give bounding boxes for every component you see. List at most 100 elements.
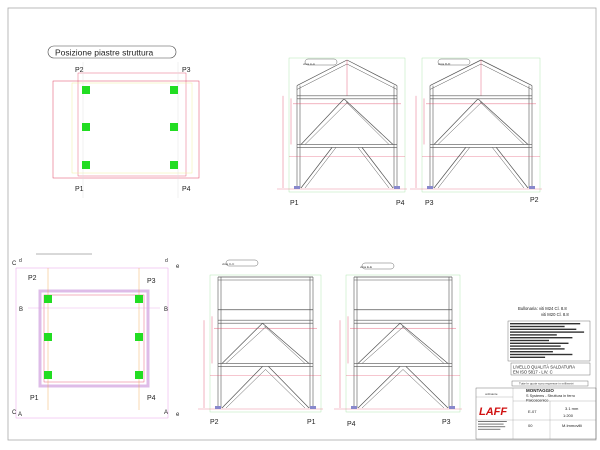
roof-rafter [429, 59, 482, 86]
plan-title: Posizione piastre struttura [55, 48, 154, 58]
elevation-a-a: vista A-A P1 P4 [277, 57, 407, 207]
base-plate [170, 86, 178, 94]
client-label: ordinante [485, 392, 498, 396]
diagonal-brace [357, 147, 390, 189]
view-title-aa: vista A-A [303, 62, 315, 66]
view-title-cc: vista C-C [222, 262, 235, 266]
base-plate-section [427, 186, 433, 189]
note-line [510, 337, 573, 339]
revision: 00 [528, 423, 533, 428]
thickness: 3.1 mm [565, 406, 579, 411]
note-line [510, 331, 585, 333]
diagonal-brace [496, 147, 529, 189]
elevation-e-e: vista E-E P4 P3 [334, 262, 462, 428]
base-plate [170, 161, 178, 169]
elev-cc-right-label: P1 [307, 419, 316, 426]
section-c-bottom: C [12, 410, 17, 416]
base-plate-section [215, 406, 221, 409]
logo-fine-print [478, 421, 507, 422]
note-line [510, 356, 546, 358]
plan-title-pill [47, 45, 177, 59]
view-title-dd: vista D-D [438, 62, 451, 66]
elev-cc-left-label: P2 [210, 419, 219, 426]
diagonal-brace [357, 366, 401, 409]
view-title-pill [437, 58, 471, 66]
section-b-left: B [19, 307, 23, 313]
base-plate [82, 161, 90, 169]
diagonal-brace [437, 147, 470, 189]
base-plate-section [529, 186, 535, 189]
column-label-p4: P4 [182, 186, 191, 193]
note-line [510, 348, 565, 350]
diagonal-brace [477, 98, 529, 145]
section-a-left: A [18, 412, 22, 418]
column-label-p4-b: P4 [147, 395, 156, 402]
view-title-pill [225, 259, 259, 267]
base-plate [44, 333, 52, 341]
note-line [510, 339, 549, 342]
diagonal-brace [304, 101, 349, 145]
diagonal-brace [225, 369, 266, 409]
bolts-line-1: Bullonaria: viti M24 Cl. 8.8 [518, 306, 567, 311]
diagonal-brace [262, 322, 310, 364]
diagonal-brace [300, 147, 333, 189]
base-plate [44, 371, 52, 379]
roof-rafter [296, 59, 348, 86]
column-label-p2: P2 [75, 67, 84, 74]
base-plate-section [310, 406, 316, 409]
project-subtitle-1: S Systems - Struttura in ferro [526, 394, 575, 398]
weld-quality-line-1: LIVELLO QUALITÀ SALDATURA [513, 365, 575, 370]
note-line [510, 328, 577, 330]
column-label-p2-b: P2 [28, 275, 37, 282]
logo-fine-print [478, 428, 501, 430]
project-title: MONTAGGIO [526, 388, 554, 393]
drawn-by: M.Immovilli [562, 423, 582, 428]
drawing-number: E-07 [528, 409, 537, 414]
diagonal-brace [265, 369, 306, 409]
base-plate [44, 295, 52, 303]
notes-box [507, 320, 591, 362]
elev-aa-right-label: P4 [396, 200, 405, 207]
note-line [510, 345, 561, 347]
base-plate [135, 295, 143, 303]
column-label-p1: P1 [75, 186, 84, 193]
diagonal-brace [401, 326, 445, 364]
company-logo: LAFF [479, 406, 507, 418]
base-plate [82, 86, 90, 94]
diagonal-brace [268, 366, 310, 409]
diagonal-brace [264, 326, 306, 364]
roof-rafter [480, 59, 533, 86]
column-label-p3-b: P3 [147, 278, 156, 285]
roof-rafter [346, 63, 398, 90]
view-title-pill [304, 58, 338, 66]
note-line [510, 323, 581, 325]
note-line [510, 334, 557, 336]
sheet-border [7, 7, 597, 441]
section-a-right: A [164, 410, 168, 416]
base-plate-section [351, 406, 357, 409]
note-line [510, 325, 565, 328]
diagonal-brace [221, 366, 263, 409]
diagonal-brace [304, 147, 337, 189]
diagonal-brace [479, 101, 525, 145]
diagonal-brace [300, 98, 345, 145]
column-label-p1-b: P1 [30, 395, 39, 402]
note-line [510, 353, 573, 356]
diagonal-brace [402, 369, 445, 409]
scale: 1:200 [563, 413, 574, 418]
diagonal-brace [437, 101, 483, 145]
base-plate [135, 371, 143, 379]
elev-dd-right-label: P2 [530, 197, 539, 204]
diagonal-brace [345, 101, 390, 145]
diagonal-brace [492, 147, 525, 189]
project-subtitle-2: Palcoscenico [526, 399, 548, 403]
logo-fine-print [478, 426, 506, 428]
diagonal-brace [433, 98, 479, 145]
note-line [510, 342, 569, 344]
roof-rafter [480, 63, 533, 90]
diagonal-brace [361, 369, 404, 409]
base-plate-section [294, 186, 300, 189]
elev-ee-left-label: P4 [347, 421, 356, 428]
diagonal-brace [343, 98, 394, 145]
